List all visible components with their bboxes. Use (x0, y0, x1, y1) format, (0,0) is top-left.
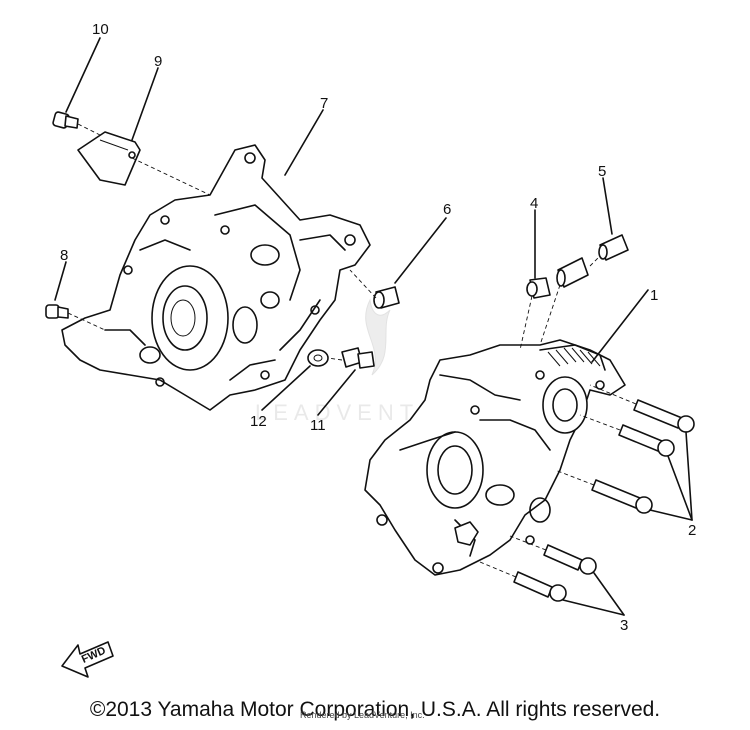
copyright-notice: ©2013 Yamaha Motor Corporation, U.S.A. A… (89, 698, 661, 721)
bolt-part-8 (45, 304, 106, 331)
pin-part-5 (539, 234, 629, 346)
drain-bolt-part-11 (327, 347, 375, 369)
callout-12: 12 (250, 413, 267, 430)
rendered-by-watermark: Rendered by LeadVenture, Inc. (300, 710, 425, 720)
callout-2: 2 (688, 522, 696, 539)
callout-11: 11 (310, 417, 326, 434)
fwd-arrow-icon: FWD (61, 641, 114, 678)
washer-part-12 (307, 349, 329, 367)
callout-labels: 1 2 3 4 5 6 7 8 9 10 11 12 (60, 21, 696, 634)
callout-4: 4 (530, 195, 538, 212)
left-crankcase-part-7 (61, 144, 371, 411)
callout-10: 10 (92, 21, 109, 38)
callout-9: 9 (154, 53, 162, 70)
leader-lines (54, 37, 693, 616)
callout-1: 1 (650, 287, 658, 304)
callout-3: 3 (620, 617, 628, 634)
callout-6: 6 (443, 201, 451, 218)
plate-part-9 (77, 131, 211, 196)
long-bolts-part-2 (554, 384, 695, 514)
short-bolts-part-3 (479, 535, 597, 602)
right-crankcase-part-1 (364, 339, 626, 576)
callout-7: 7 (320, 95, 328, 112)
dowel-part-6 (349, 269, 400, 309)
screw-part-10 (52, 111, 101, 136)
callout-8: 8 (60, 247, 68, 264)
callout-5: 5 (598, 163, 606, 180)
fitting-part-4 (519, 277, 551, 351)
